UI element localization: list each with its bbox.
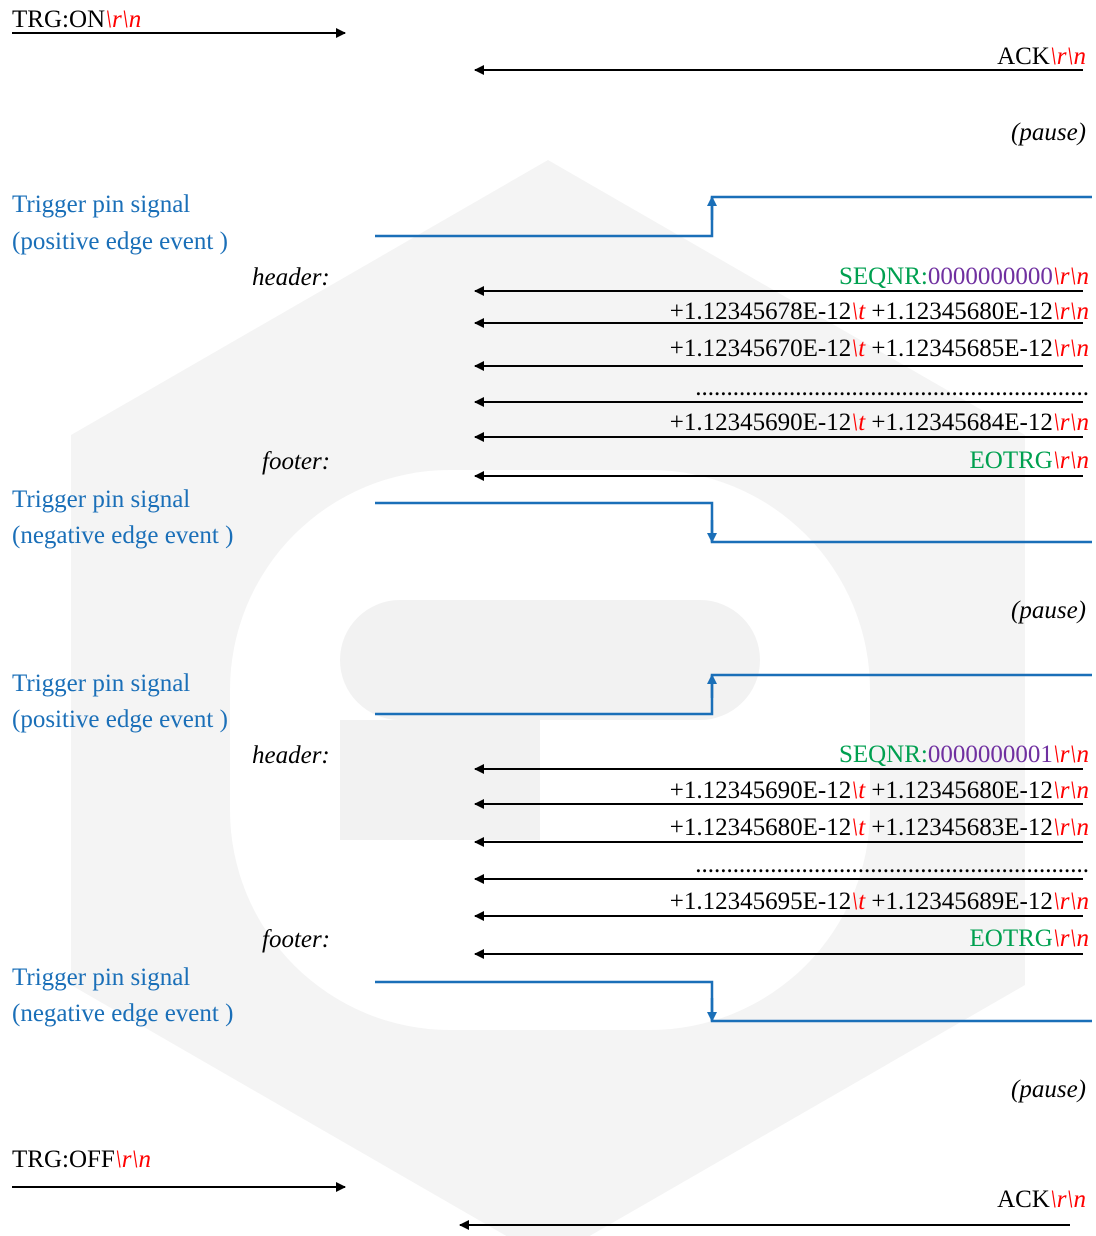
header-label-1: header: <box>252 264 330 291</box>
pause-label-3: (pause) <box>1011 1076 1086 1103</box>
footer-label-2: footer: <box>262 926 331 953</box>
dots-row-2: ........................................… <box>695 851 1089 878</box>
signal-label-pos-1: Trigger pin signal <box>12 191 191 218</box>
dots-row-1: ........................................… <box>695 374 1089 401</box>
data-row-2-1: +1.12345690E-12\t +1.12345680E-12\r\n <box>669 777 1089 804</box>
edge-label-neg-1: (negative edge event ) <box>12 522 234 549</box>
cmd-trg-off: TRG:OFF\r\n <box>12 1146 151 1173</box>
pause-label-1: (pause) <box>1011 119 1086 146</box>
data-row-1-2: +1.12345670E-12\t +1.12345685E-12\r\n <box>669 335 1089 362</box>
ack-label-1: ACK\r\n <box>997 43 1086 70</box>
data-row-1-1: +1.12345678E-12\t +1.12345680E-12\r\n <box>669 298 1089 325</box>
eotrg-2: EOTRG\r\n <box>969 925 1089 952</box>
seqnr-1: SEQNR:0000000000\r\n <box>838 263 1089 290</box>
logo-watermark <box>71 160 1025 1236</box>
edge-label-pos-1: (positive edge event ) <box>12 228 228 255</box>
data-row-1-3: +1.12345690E-12\t +1.12345684E-12\r\n <box>669 409 1089 436</box>
cmd-trg-on: TRG:ON\r\n <box>12 6 142 33</box>
ack-label-2: ACK\r\n <box>997 1186 1086 1213</box>
edge-label-neg-2: (negative edge event ) <box>12 1000 234 1027</box>
data-row-2-2: +1.12345680E-12\t +1.12345683E-12\r\n <box>669 814 1089 841</box>
signal-label-pos-2: Trigger pin signal <box>12 670 191 697</box>
seqnr-2: SEQNR:0000000001\r\n <box>838 741 1089 768</box>
footer-label-1: footer: <box>262 448 331 475</box>
edge-label-pos-2: (positive edge event ) <box>12 706 228 733</box>
eotrg-1: EOTRG\r\n <box>969 447 1089 474</box>
data-row-2-3: +1.12345695E-12\t +1.12345689E-12\r\n <box>669 888 1089 915</box>
header-label-2: header: <box>252 742 330 769</box>
pause-label-2: (pause) <box>1011 597 1086 624</box>
signal-label-neg-2: Trigger pin signal <box>12 964 191 991</box>
signal-label-neg-1: Trigger pin signal <box>12 486 191 513</box>
